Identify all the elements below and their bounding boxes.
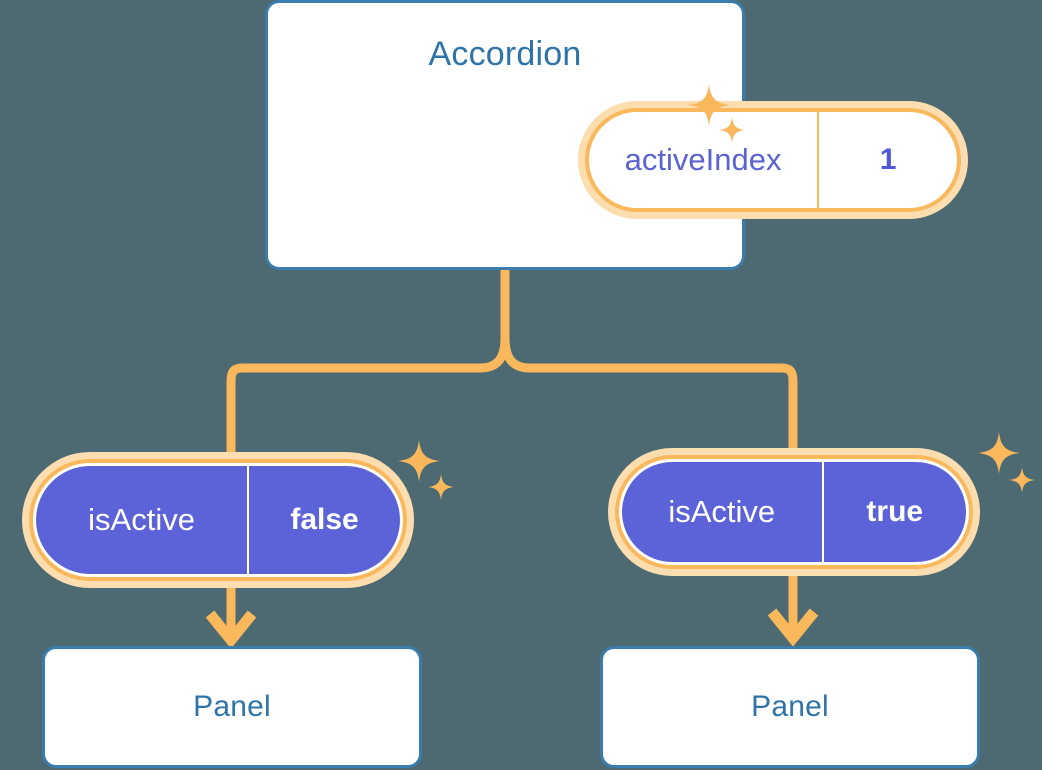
panel-card-left[interactable]: Panel bbox=[42, 646, 422, 768]
panel-label: Panel bbox=[193, 690, 271, 723]
sparkle-star-large-icon bbox=[398, 440, 440, 482]
state-pill-is-active-left[interactable]: isActive false bbox=[22, 452, 414, 588]
page-title: Accordion bbox=[428, 35, 582, 73]
connector-branch-right bbox=[500, 333, 798, 457]
state-value-label: true bbox=[821, 462, 966, 562]
pill-ring: activeIndex 1 bbox=[585, 108, 961, 212]
state-pill-is-active-right[interactable]: isActive true bbox=[608, 448, 980, 576]
pill-body: activeIndex 1 bbox=[589, 112, 957, 208]
pill-body: isActive false bbox=[33, 463, 403, 577]
sparkle-star-large-icon bbox=[978, 432, 1020, 474]
accordion-component-card[interactable]: Accordion activeIndex 1 bbox=[265, 0, 968, 270]
sparkles-icon-right bbox=[978, 432, 1038, 504]
connector-branch-left bbox=[226, 333, 510, 457]
state-key-label: isActive bbox=[668, 494, 776, 529]
panel-label: Panel bbox=[751, 690, 829, 723]
sparkle-star-small-icon bbox=[428, 474, 454, 500]
pill-inner: isActive false bbox=[36, 466, 400, 574]
state-key-label: isActive bbox=[88, 502, 195, 537]
arrow-down-icon-left bbox=[205, 588, 257, 649]
pill-ring: isActive false bbox=[29, 459, 407, 581]
pill-body: isActive true bbox=[619, 459, 969, 565]
arrow-down-icon-right bbox=[767, 576, 819, 647]
state-key-label: activeIndex bbox=[624, 142, 782, 177]
sparkle-star-small-icon bbox=[1009, 467, 1035, 493]
pill-ring: isActive true bbox=[615, 455, 973, 569]
state-value-label: false bbox=[247, 466, 400, 574]
panel-card-right[interactable]: Panel bbox=[600, 646, 980, 768]
state-pill-active-index[interactable]: activeIndex 1 bbox=[578, 101, 968, 219]
pill-inner: isActive true bbox=[622, 462, 966, 562]
state-value-label: 1 bbox=[817, 112, 957, 208]
